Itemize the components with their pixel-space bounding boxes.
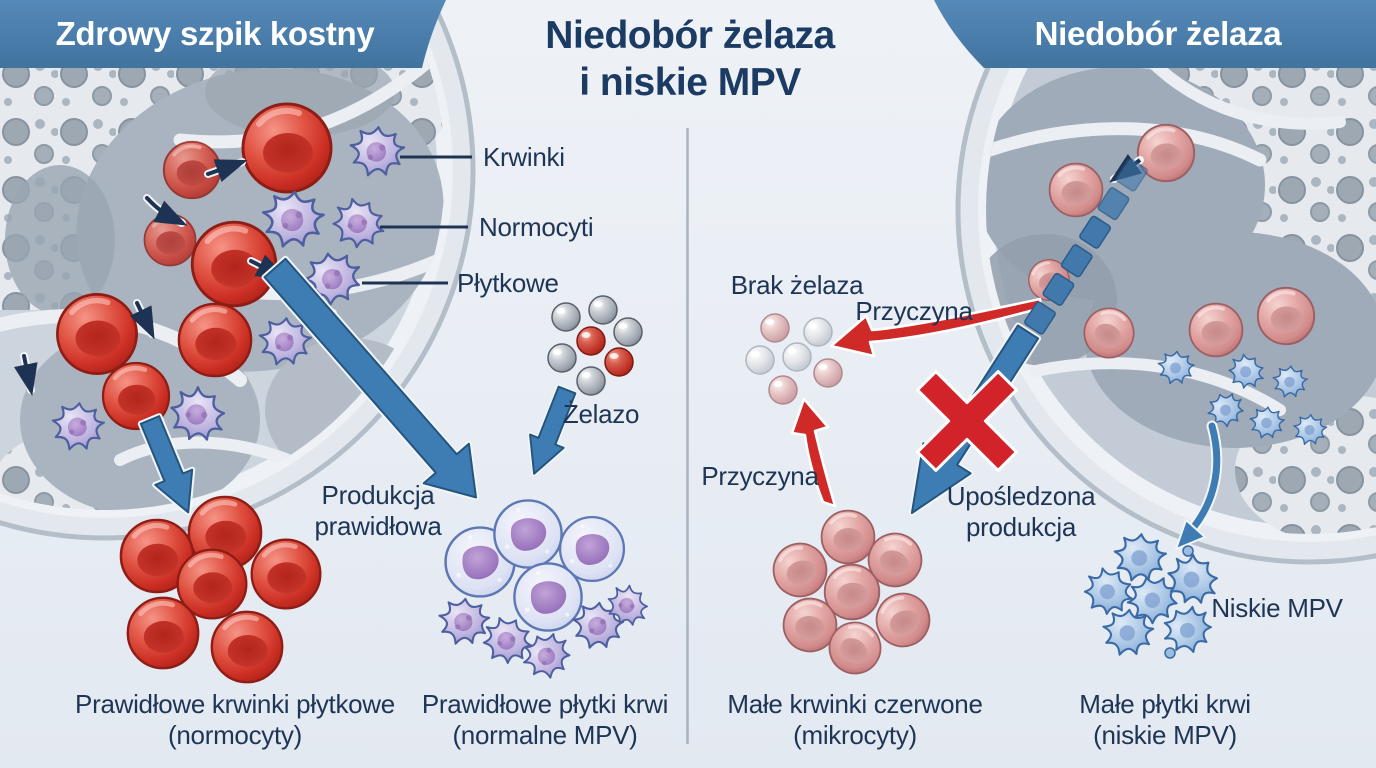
red-cross-icon	[916, 370, 1018, 472]
marrow-to-rbc-arrow	[137, 413, 196, 516]
caption-normocyty: Prawidłowe krwinki płytkowe (normocyty)	[75, 689, 395, 751]
cause-arrow-lower	[790, 397, 837, 508]
label-niskie-mpv: Niskie MPV	[1211, 593, 1343, 623]
caption-mikrocyty: Małe krwinki czerwone (mikrocyty)	[727, 689, 983, 751]
label-zelazo: Żelazo	[562, 399, 640, 429]
caption-mikrocyty-line2: (mikrocyty)	[793, 720, 917, 750]
uposledzona-line2: produkcja	[965, 512, 1077, 542]
right-banner-shape	[934, 0, 1376, 68]
left-banner-title: Zdrowy szpik kostny	[0, 0, 430, 68]
label-brak-zelaza: Brak żelaza	[730, 270, 864, 300]
label-przyczyna-lower: Przyczyna	[701, 461, 819, 491]
main-title-line2: i niskie MPV	[579, 61, 801, 104]
caption-mikrocyty-line1: Małe krwinki czerwone	[727, 689, 983, 719]
main-title: Niedobór żelaza i niskie MPV	[545, 12, 835, 106]
marrow-to-platelet-arrow-right	[1174, 420, 1223, 551]
uposledzona-line1: Upośledzona	[946, 481, 1096, 511]
caption-normocyty-line2: (normocyty)	[168, 720, 302, 750]
caption-niskie-mpv-line1: Małe płytki krwi	[1079, 689, 1251, 719]
small-platelet-cluster	[1078, 534, 1228, 661]
caption-normalne-mpv-line2: (normalne MPV)	[452, 720, 638, 750]
label-uposledzona-produkcja: Upośledzona produkcja	[946, 481, 1096, 543]
label-krwinki: Krwinki	[483, 142, 565, 172]
label-plytkowe: Płytkowe	[457, 268, 559, 298]
caption-normocyty-line1: Prawidłowe krwinki płytkowe	[75, 689, 395, 719]
right-banner-title: Niedobór żelaza	[940, 0, 1376, 68]
left-banner-shape	[0, 0, 446, 68]
right-bone-marrow-illustration	[955, 0, 1376, 565]
cause-arrow-upper	[829, 297, 1043, 358]
iron-to-platelet-arrow	[527, 384, 578, 477]
produkcja-line1: Produkcja	[321, 480, 435, 510]
caption-niskie-mpv: Małe płytki krwi (niskie MPV)	[1079, 689, 1251, 751]
caption-normalne-mpv: Prawidłowe płytki krwi (normalne MPV)	[421, 689, 669, 751]
label-normocyti: Normocyti	[479, 212, 594, 242]
left-bone-marrow-illustration	[0, 0, 476, 541]
label-przyczyna-upper: Przyczyna	[855, 296, 973, 326]
caption-niskie-mpv-line2: (niskie MPV)	[1093, 720, 1237, 750]
label-pointer-lines	[362, 155, 472, 285]
caption-normalne-mpv-line1: Prawidłowe płytki krwi	[421, 689, 669, 719]
label-produkcja: Produkcja prawidłowa	[314, 480, 441, 542]
left-banner-label: Zdrowy szpik kostny	[55, 15, 375, 52]
produkcja-line2: prawidłowa	[314, 511, 442, 541]
main-title-line1: Niedobór żelaza	[545, 14, 835, 57]
production-arrow	[261, 255, 479, 501]
right-banner-label: Niedobór żelaza	[1034, 15, 1282, 52]
